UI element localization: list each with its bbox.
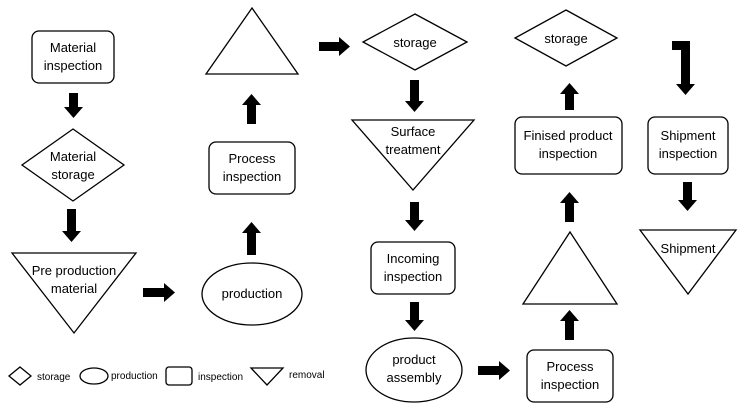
arrow-down <box>62 209 81 242</box>
arrow-down <box>405 80 424 112</box>
process-inspection-1-node: Process inspection <box>208 141 296 195</box>
arrow-right <box>478 361 510 380</box>
arrow-down <box>405 302 424 331</box>
material-inspection-node: Material inspection <box>31 30 115 84</box>
surface-treatment-label-line1: Surface <box>391 124 436 139</box>
finished-product-inspection-label-line2: inspection <box>539 146 598 161</box>
inspection-box <box>370 241 456 295</box>
legend-storage-diamond <box>7 366 33 386</box>
product-assembly-label-line1: product <box>392 352 436 367</box>
removal-triangle <box>350 119 476 191</box>
storage-diamond <box>20 128 126 202</box>
pre-production-material-node: Pre production material <box>10 252 138 335</box>
storage-1-label: storage <box>393 35 436 50</box>
shipment-node: Shipment <box>638 229 738 296</box>
shipment-label: Shipment <box>661 241 716 256</box>
arrow-down <box>405 202 424 231</box>
production-ellipse <box>201 262 303 326</box>
finished-product-inspection-label-line1: Finised product <box>524 128 613 143</box>
shipment-inspection-label-line1: Shipment <box>661 128 716 143</box>
material-storage-node: Material storage <box>20 128 126 202</box>
inspection-box <box>208 141 296 195</box>
legend-storage-label: storage <box>37 372 71 383</box>
production-label: production <box>222 286 283 301</box>
removal-triangle <box>10 252 138 335</box>
surface-treatment-label-line2: treatment <box>386 142 441 157</box>
inspection-box <box>647 116 729 175</box>
pre-production-material-label-line2: material <box>51 281 97 296</box>
pre-production-material-label-line1: Pre production <box>32 263 117 278</box>
storage-triangle-1 <box>204 6 300 75</box>
incoming-inspection-node: Incoming inspection <box>370 241 456 295</box>
material-storage-label-line1: Material <box>50 149 96 164</box>
arrow-bent-down <box>672 41 695 95</box>
storage-2-node: storage <box>513 9 619 67</box>
arrow-right <box>143 283 175 302</box>
legend-removal-triangle <box>249 367 285 386</box>
process-inspection-2-label-line2: inspection <box>541 377 600 392</box>
arrow-up <box>560 192 579 222</box>
shipment-inspection-label-line2: inspection <box>659 146 718 161</box>
material-inspection-label-line2: inspection <box>44 58 103 73</box>
inspection-box <box>31 30 115 84</box>
product-assembly-node: product assembly <box>365 337 463 403</box>
storage-triangle-2 <box>521 230 619 305</box>
product-assembly-label-line2: assembly <box>387 370 442 385</box>
storage-diamond <box>513 9 619 67</box>
finished-product-inspection-node: Finised product inspection <box>514 116 623 175</box>
inspection-box <box>526 349 614 403</box>
arrow-up <box>560 310 579 340</box>
storage-1-node: storage <box>361 13 469 71</box>
removal-triangle <box>638 229 738 296</box>
material-inspection-label-line1: Material <box>50 40 96 55</box>
legend: storage production inspection removal <box>7 366 325 386</box>
material-storage-label-line2: storage <box>51 167 94 182</box>
production-node: production <box>201 262 303 326</box>
process-inspection-1-label-line2: inspection <box>223 169 282 184</box>
storage-diamond <box>361 13 469 71</box>
arrow-up <box>242 94 261 124</box>
arrow-down <box>64 93 83 118</box>
incoming-inspection-label-line2: inspection <box>384 269 443 284</box>
legend-inspection-box <box>165 366 193 386</box>
inspection-box <box>514 116 623 175</box>
incoming-inspection-label-line1: Incoming <box>387 251 440 266</box>
surface-treatment-node: Surface treatment <box>350 119 476 191</box>
shipment-inspection-node: Shipment inspection <box>647 116 729 175</box>
arrow-down <box>678 182 697 211</box>
process-inspection-2-label-line1: Process <box>547 359 594 374</box>
legend-inspection-label: inspection <box>198 372 243 383</box>
legend-production-label: production <box>111 371 158 382</box>
arrow-right <box>319 37 350 56</box>
arrow-up <box>242 222 261 255</box>
production-ellipse <box>365 337 463 403</box>
process-inspection-1-label-line1: Process <box>229 151 276 166</box>
arrow-up <box>560 83 579 110</box>
storage-2-label: storage <box>544 31 587 46</box>
legend-removal-label: removal <box>289 370 325 381</box>
legend-production-ellipse <box>79 367 109 385</box>
process-inspection-2-node: Process inspection <box>526 349 614 403</box>
